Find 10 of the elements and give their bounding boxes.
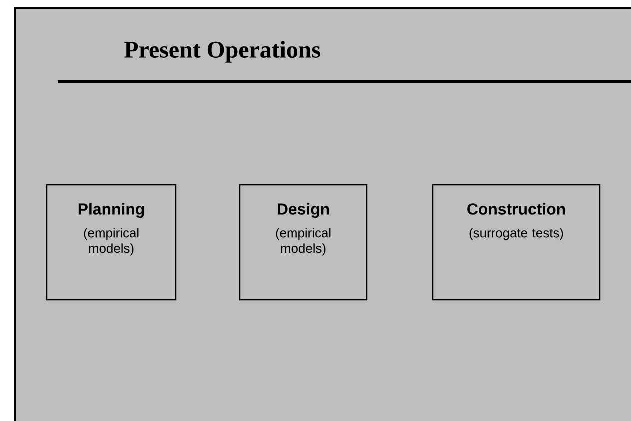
box-heading: Design: [278, 203, 330, 218]
box-heading: Construction: [468, 203, 566, 215]
box-description: (empirical models): [84, 228, 139, 256]
box-heading: Planning: [78, 203, 144, 218]
process-box: [46, 184, 177, 301]
slide-title: Present Operations: [124, 41, 320, 63]
process-box: [239, 184, 368, 301]
process-box: [432, 184, 601, 301]
box-description: (surrogate tests): [470, 228, 564, 240]
box-description: (empirical models): [276, 228, 331, 256]
